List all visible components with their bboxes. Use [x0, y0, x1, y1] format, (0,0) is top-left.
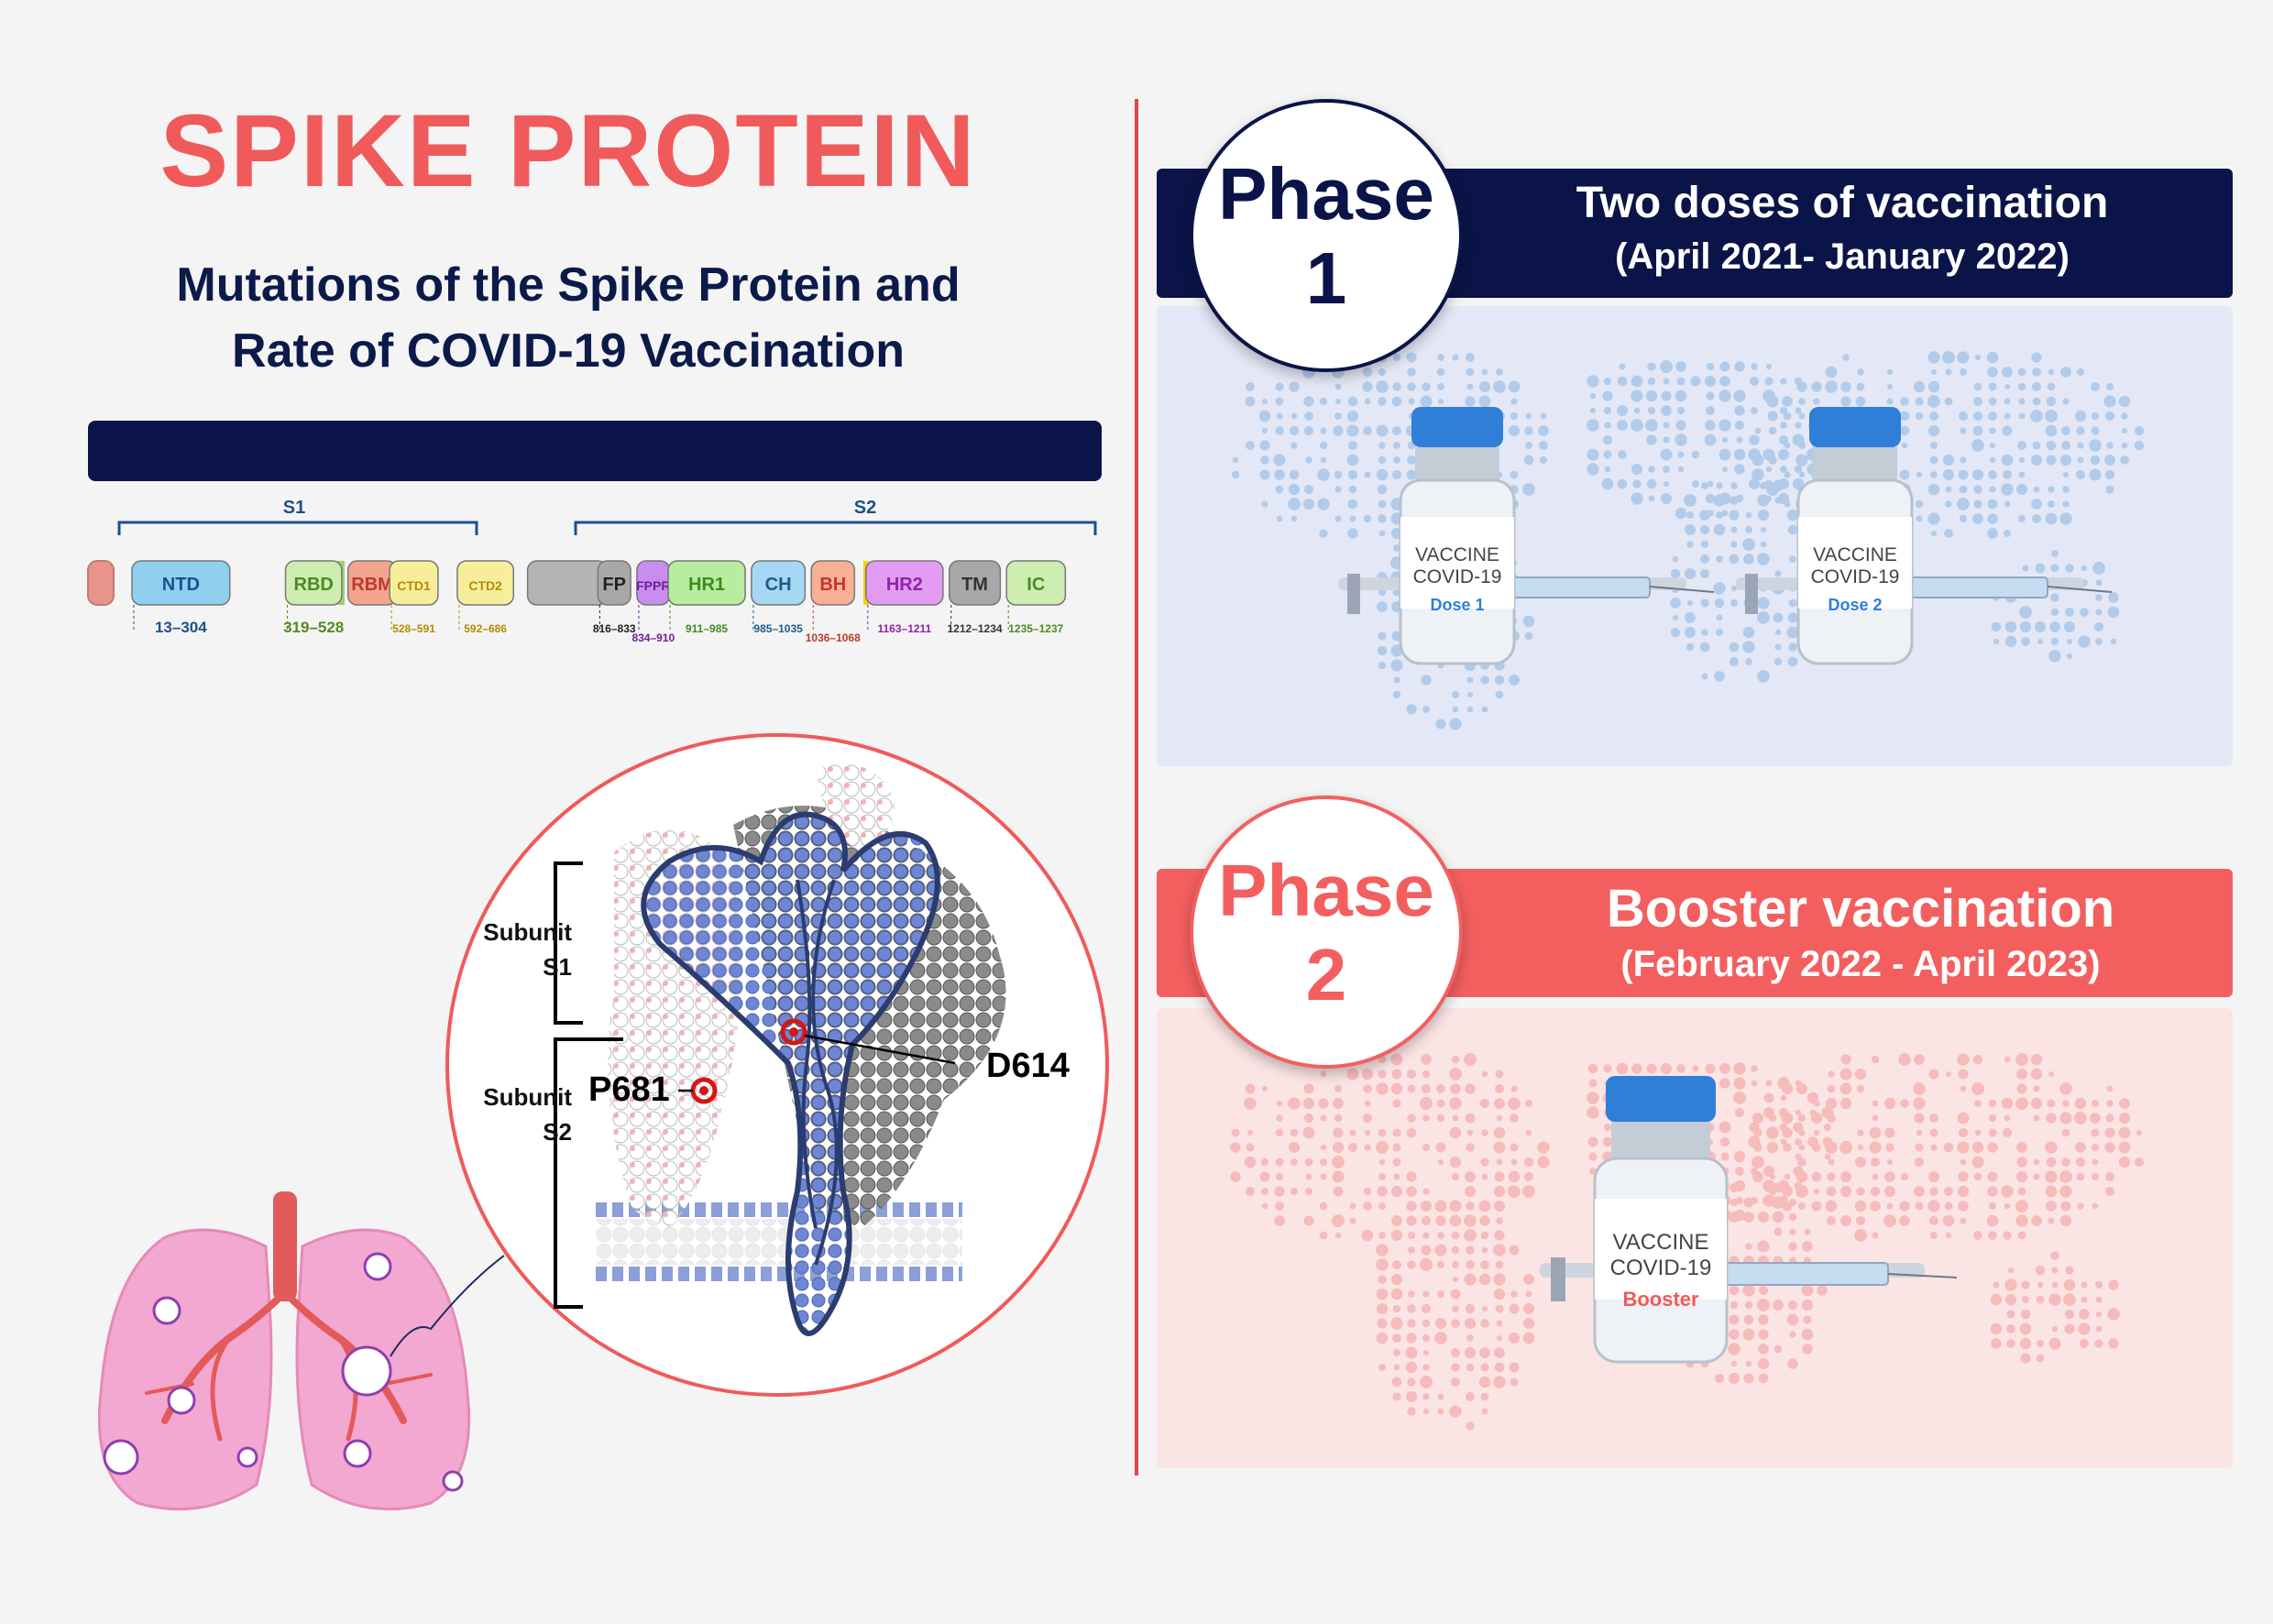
- d614-label: D614: [986, 1047, 1070, 1085]
- phase1-title: Two doses of vaccination: [1576, 179, 2109, 227]
- page-title: SPIKE PROTEIN: [159, 93, 977, 208]
- domain-box-hr1: [667, 560, 746, 606]
- phase1-number: 1: [1305, 237, 1347, 319]
- domain-box-ic: [1005, 560, 1067, 606]
- domain-label-rbd: RBD: [294, 575, 334, 595]
- n-terminal-block: [87, 560, 115, 606]
- domain-range-ic: 1235–1237: [1008, 622, 1063, 635]
- trachea: [273, 1191, 297, 1301]
- domain-range-ntd: 13–304: [155, 619, 207, 636]
- domain-label-ch: CH: [765, 575, 792, 595]
- dose1-label: VACCINE COVID-19 Dose 1: [1412, 544, 1502, 614]
- domain-box-linker: [526, 560, 609, 606]
- domain-box-ntd: [131, 560, 231, 606]
- phase2-word: Phase: [1218, 850, 1434, 931]
- subtitle: Mutations of the Spike Protein and Rate …: [55, 252, 1082, 384]
- membrane: [596, 1202, 962, 1281]
- phase2-dates: (February 2022 - April 2023): [1620, 944, 2101, 984]
- vaccine-booster-illustration: [1540, 1076, 1958, 1364]
- s2-subunit-bracket: [554, 1037, 623, 1309]
- domain-box-fp: [597, 560, 631, 606]
- domain-range-ch: 985–1035: [753, 622, 803, 635]
- domain-label-fp: FP: [602, 575, 626, 595]
- phase1-panel: [1157, 306, 2233, 766]
- phase2-number: 2: [1305, 934, 1347, 1015]
- domain-box-bh: [810, 560, 856, 606]
- domain-label-fppr: FPPR: [636, 578, 670, 593]
- domain-range-hr2: 1163–1211: [877, 622, 931, 635]
- domain-boxes: NTD 13–304 RBD 319–528 RBM CTD1 528–591 CTD2 592…: [131, 560, 1067, 644]
- subtitle-line-1: Mutations of the Spike Protein and: [176, 258, 961, 312]
- spike-domain-map: S1 S2 NTD 13–304 RBD 319–528 RBM CTD1 528–591 C…: [87, 498, 1097, 644]
- domain-label-hr1: HR1: [688, 575, 725, 595]
- booster-label: VACCINE COVID-19 Booster: [1609, 1230, 1712, 1311]
- vaccine-dose1-illustration: [1338, 407, 1715, 665]
- subunit-s1-label: Subunit S1: [483, 918, 572, 981]
- domain-box-ctd2: [456, 560, 515, 606]
- domain-box-tm: [948, 560, 1002, 606]
- domain-box-ch: [751, 560, 807, 606]
- spike-structure-illustration: [445, 733, 1109, 1397]
- vertical-divider: [1135, 99, 1138, 1476]
- subunit-s2-label: Subunit S2: [483, 1083, 572, 1146]
- vaccine-dose2-illustration: [1736, 407, 2113, 665]
- domain-range-bh: 1036–1068: [806, 631, 861, 644]
- domain-label-rbm: RBM: [351, 575, 393, 595]
- domain-range-tm: 1212–1234: [948, 622, 1003, 635]
- domain-box-ctd1: [389, 560, 439, 606]
- domain-label-ntd: NTD: [162, 575, 200, 595]
- domain-box-hr2: [865, 560, 944, 606]
- s1-subunit-bracket: [554, 861, 583, 1025]
- p681-label: P681: [588, 1070, 670, 1109]
- s2-bracket: [574, 521, 1097, 535]
- s1-label: S1: [283, 498, 305, 518]
- domain-range-ctd2: 592–686: [464, 622, 507, 635]
- domain-range-rbd: 319–528: [283, 619, 344, 636]
- d614-marker: [780, 1018, 807, 1046]
- header-bar: [88, 421, 1102, 481]
- subtitle-line-2: Rate of COVID-19 Vaccination: [232, 324, 905, 378]
- domain-range-fp: 816–833: [593, 622, 636, 635]
- domain-label-ctd2: CTD2: [468, 578, 502, 593]
- domain-label-tm: TM: [961, 575, 988, 595]
- domain-label-hr2: HR2: [886, 575, 923, 595]
- domain-box-rbd: [284, 560, 343, 606]
- phase2-title: Booster vaccination: [1606, 879, 2115, 938]
- spike-protomer: [641, 811, 940, 1336]
- s2-label: S2: [854, 498, 876, 518]
- phase1-dates: (April 2021- January 2022): [1615, 236, 2070, 277]
- phase2-badge: Phase 2: [1190, 796, 1463, 1069]
- domain-label-ctd1: CTD1: [397, 578, 431, 593]
- phase1-word: Phase: [1218, 153, 1434, 235]
- s1-bracket: [117, 521, 478, 535]
- domain-label-ic: IC: [1027, 575, 1045, 595]
- domain-label-bh: BH: [819, 575, 846, 595]
- domain-range-ctd1: 528–591: [392, 622, 435, 635]
- phase1-badge: Phase 1: [1190, 99, 1463, 372]
- dose2-label: VACCINE COVID-19 Dose 2: [1810, 544, 1900, 614]
- virus-particles: [103, 1252, 464, 1492]
- domain-range-hr1: 911–985: [686, 622, 728, 635]
- lungs-illustration: [97, 1191, 505, 1511]
- domain-range-fppr: 834–910: [631, 631, 675, 644]
